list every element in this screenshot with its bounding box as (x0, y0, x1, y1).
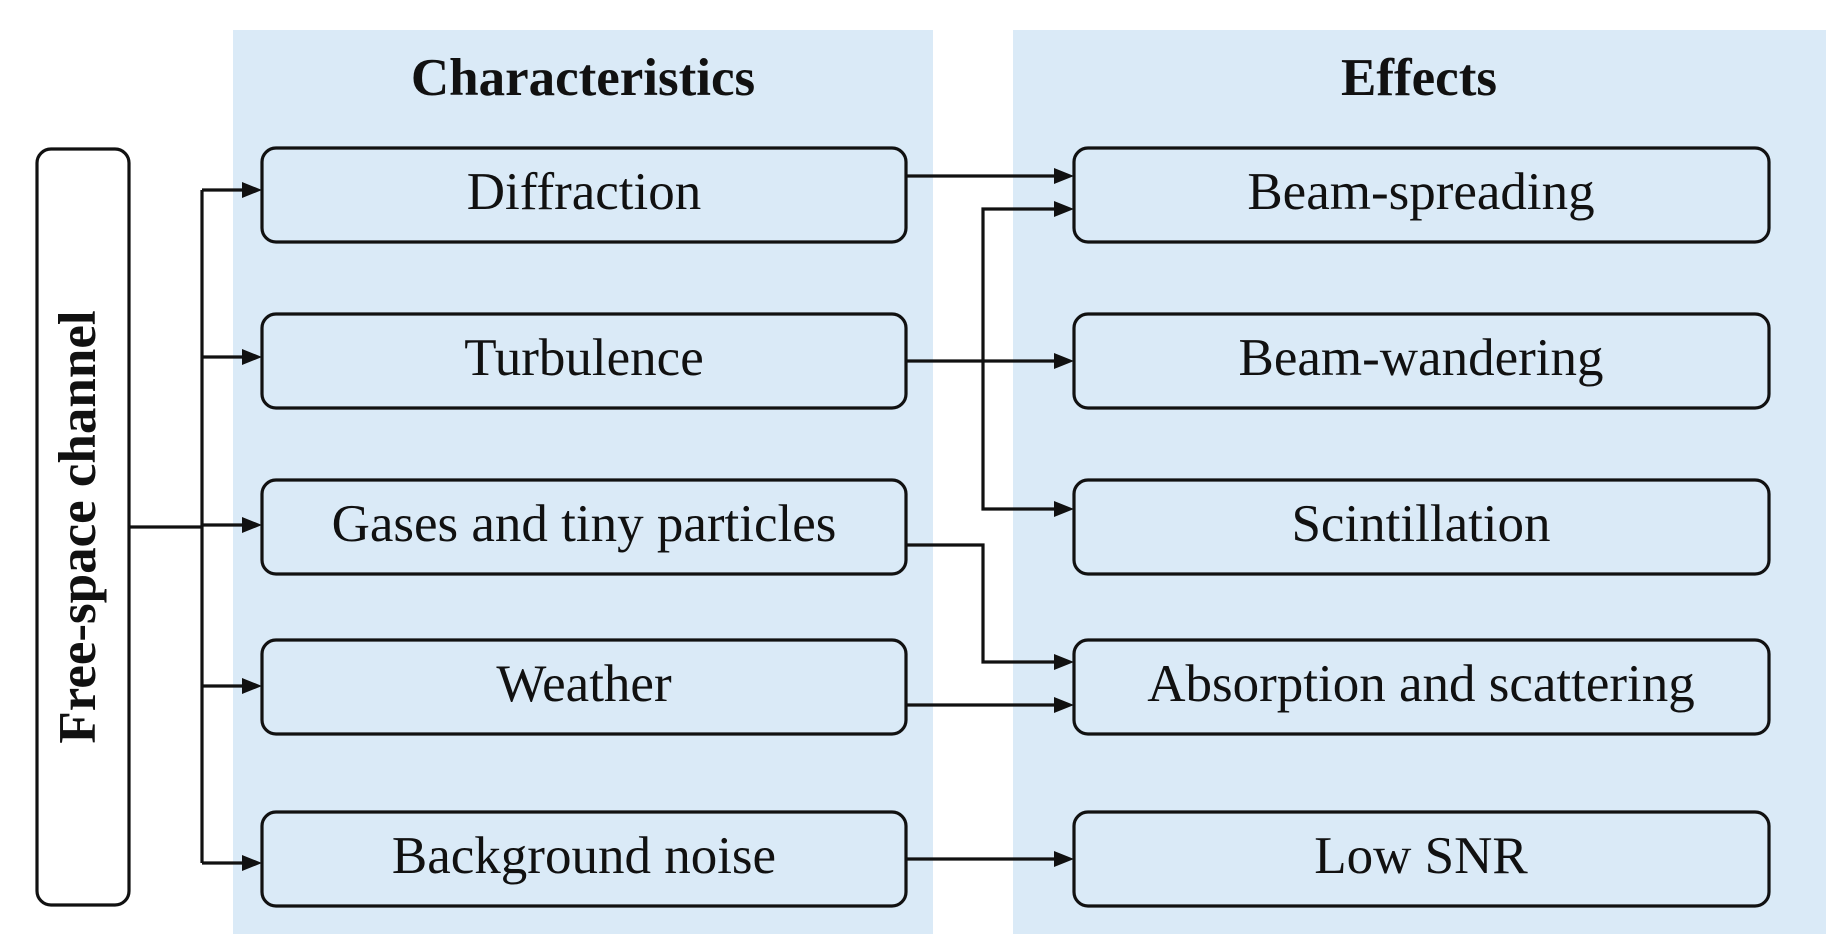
characteristic-label: Diffraction (467, 163, 702, 221)
effect-label: Beam-wandering (1239, 329, 1604, 387)
characteristic-background-noise: Background noise (260, 810, 908, 908)
effect-absorption-scattering: Absorption and scattering (1072, 638, 1771, 736)
box (260, 146, 908, 244)
link-weather-absorption-scattering (906, 697, 1074, 713)
box (1072, 146, 1771, 244)
arrowhead (1054, 697, 1074, 713)
arrowhead (242, 678, 262, 694)
link-diffraction-beam-spreading (906, 168, 1074, 184)
link-turbulence-beam-spreading (981, 201, 1074, 361)
source-branches (202, 182, 262, 871)
effect-scintillation: Scintillation (1072, 478, 1771, 576)
arrowhead (1054, 201, 1074, 217)
characteristic-turbulence: Turbulence (260, 312, 908, 410)
arrowhead (1054, 168, 1074, 184)
source-label: Free-space channel (49, 310, 107, 743)
box (260, 478, 908, 576)
arrowhead (242, 182, 262, 198)
connector (981, 207, 1058, 361)
characteristic-label: Turbulence (464, 329, 703, 387)
box (1072, 638, 1771, 736)
effect-low-snr: Low SNR (1072, 810, 1771, 908)
arrowhead (1054, 501, 1074, 517)
characteristic-gases: Gases and tiny particles (260, 478, 908, 576)
effect-label: Beam-spreading (1247, 163, 1594, 221)
arrowhead (242, 349, 262, 365)
connector (906, 543, 1058, 664)
link-turbulence-scintillation (981, 361, 1074, 517)
arrowhead (1054, 654, 1074, 670)
characteristic-label: Weather (496, 655, 672, 713)
arrowhead (1054, 851, 1074, 867)
arrowhead (242, 855, 262, 871)
characteristic-diffraction: Diffraction (260, 146, 908, 244)
box (260, 638, 908, 736)
effect-beam-wandering: Beam-wandering (1072, 312, 1771, 410)
effect-beam-spreading: Beam-spreading (1072, 146, 1771, 244)
effect-label: Scintillation (1291, 495, 1550, 553)
characteristic-weather: Weather (260, 638, 908, 736)
effect-label: Absorption and scattering (1147, 655, 1695, 713)
characteristic-label: Gases and tiny particles (332, 495, 837, 553)
effects-header: Effects (1341, 49, 1497, 107)
connector (981, 361, 1058, 511)
link-gases-absorption-scattering (906, 543, 1074, 670)
effect-label: Low SNR (1314, 827, 1528, 885)
arrowhead (1054, 353, 1074, 369)
characteristics-header: Characteristics (411, 49, 755, 107)
characteristic-label: Background noise (392, 827, 776, 885)
link-background-noise-low-snr (906, 851, 1074, 867)
box (1072, 478, 1771, 576)
arrowhead (242, 517, 262, 533)
